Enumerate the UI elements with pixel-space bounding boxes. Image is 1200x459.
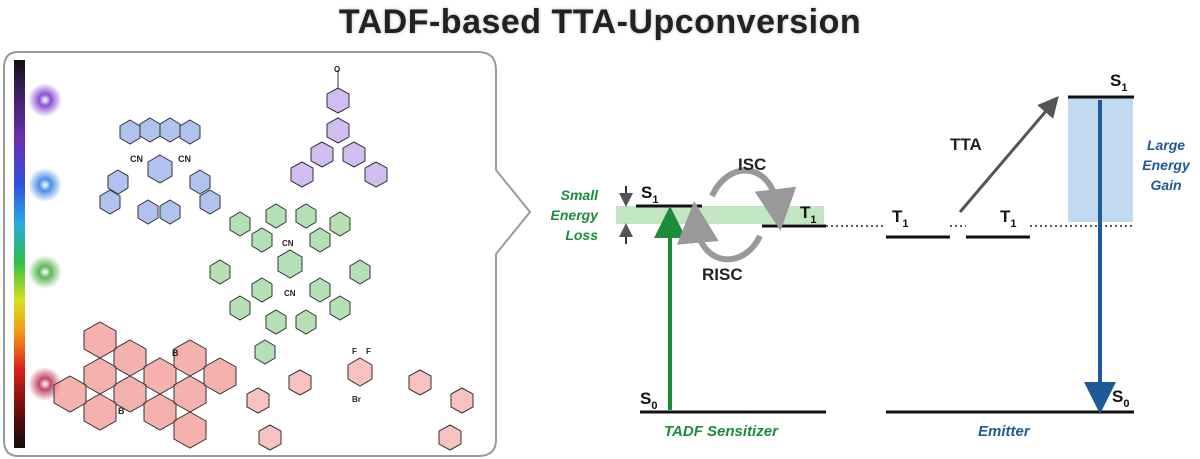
large-energy-gain-line1: Large xyxy=(1147,137,1185,153)
cn-label-1: CN xyxy=(130,154,143,164)
molecule-blue-carbazole xyxy=(99,117,221,225)
emitter-s1-label: S xyxy=(1110,71,1121,90)
emitter-t1b-label: T xyxy=(1000,207,1011,226)
f-label-1: F xyxy=(352,347,357,356)
risc-label: RISC xyxy=(702,265,743,284)
large-energy-gain-line2: Energy xyxy=(1142,157,1191,173)
f-label-2: F xyxy=(366,347,371,356)
svg-text:T1: T1 xyxy=(1000,207,1017,230)
figure-title: TADF-based TTA-Upconversion xyxy=(338,3,862,41)
emitter-s0-label: S xyxy=(1112,387,1123,406)
emission-glow-green xyxy=(28,255,62,289)
svg-text:S1: S1 xyxy=(1110,71,1127,94)
svg-text:T1: T1 xyxy=(892,207,909,230)
methoxy-o-label: O xyxy=(334,65,340,74)
b-label-1: B xyxy=(172,348,179,358)
molecule-green-cn xyxy=(209,203,371,365)
svg-text:T1: T1 xyxy=(800,203,817,226)
svg-text:S0: S0 xyxy=(1112,387,1129,410)
svg-text:S1: S1 xyxy=(641,183,658,206)
small-energy-loss-line1: Small xyxy=(561,187,599,203)
small-energy-loss-line2: Energy xyxy=(551,207,600,223)
sensitizer-s0-label: S xyxy=(640,389,651,408)
molecule-purple-triazine xyxy=(290,87,388,188)
isc-label: ISC xyxy=(738,155,766,174)
svg-text:S0: S0 xyxy=(640,389,657,412)
sensitizer-s1-label: S xyxy=(641,183,652,202)
emitter-t1a-label: T xyxy=(892,207,903,226)
small-energy-loss-band xyxy=(616,206,824,224)
b-label-2: B xyxy=(118,406,125,416)
emitter-label: Emitter xyxy=(978,423,1031,440)
molecule-red-boron xyxy=(53,321,237,449)
isc-arrow xyxy=(709,167,797,231)
tadf-sensitizer-label: TADF Sensitizer xyxy=(664,423,779,440)
br-label: Br xyxy=(352,395,361,404)
spectrum-bar xyxy=(14,60,25,448)
tta-arrow xyxy=(958,96,1059,213)
cn-label-3: CN xyxy=(282,239,294,248)
emission-glow-blue xyxy=(28,168,62,202)
cn-label-2: CN xyxy=(178,154,191,164)
emission-glow-purple xyxy=(28,83,62,117)
cn-label-4: CN xyxy=(284,289,296,298)
risc-arrow xyxy=(676,201,763,263)
large-energy-gain-line3: Gain xyxy=(1150,177,1181,193)
sensitizer-t1-label: T xyxy=(800,203,811,222)
molecule-red-bf2 xyxy=(246,357,474,451)
tta-label: TTA xyxy=(950,135,982,154)
small-energy-loss-line3: Loss xyxy=(565,227,598,243)
